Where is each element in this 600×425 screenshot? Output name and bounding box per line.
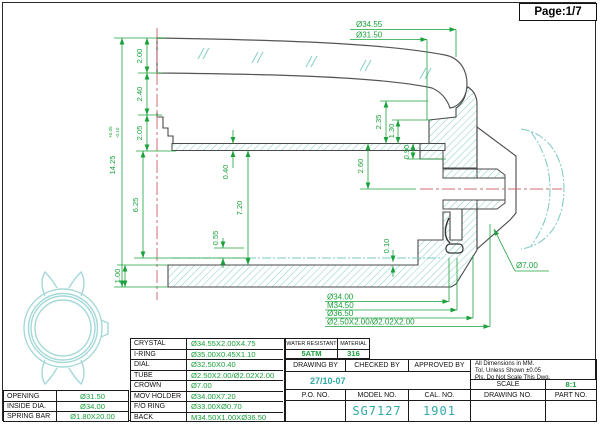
po-no-header: P.O. NO. (286, 390, 346, 401)
dim-mov-h: 7.20 (235, 201, 244, 216)
model-no-header: MODEL NO. (346, 390, 409, 401)
dim-overall-tol-minus: -0.10 (115, 127, 120, 138)
dim-dial-to-stem: 2.60 (356, 159, 365, 174)
dim-tube-spec: Ø2.50X2.00/Ø2.02X2.00 (327, 318, 415, 327)
date-cell: 27/10-07 (286, 372, 471, 390)
left-row-label: SPRING BAR (4, 412, 57, 421)
title-block: DRAWING BY CHECKED BY APPROVED BY 27/10-… (285, 359, 597, 422)
checked-by-header: CHECKED BY (346, 360, 409, 372)
case-step-detail (156, 112, 174, 144)
left-row-label: INSIDE DIA. (4, 402, 57, 412)
spec-row-label: F/O RING (131, 402, 187, 413)
water-resistant-value: 5ATM (286, 349, 338, 358)
dim-dial-thk: 0.40 (221, 165, 230, 180)
scale-label: SCALE (471, 380, 546, 390)
dim-inner-dia: Ø34.00 (327, 293, 354, 302)
spec-row-value: Ø32.50X0.40 (187, 360, 283, 371)
dim-step: 0.90 (402, 145, 411, 160)
case-back-section (167, 208, 478, 288)
dimension-lines (114, 27, 549, 329)
water-resistant-label: WATER RESISTANT (286, 339, 338, 350)
notes-cell: All Dimensions in MM. Tol. Unless Shown … (471, 360, 596, 380)
model-no-value: SG7127 (346, 401, 409, 421)
tube-lower-wall (442, 199, 506, 210)
dim-gap: 0.10 (382, 239, 391, 254)
spec-row-value: Ø2.50X2.00/Ø2.02X2.00 (187, 371, 283, 381)
watch-front-view (23, 270, 109, 386)
left-spec-table: OPENING Ø31.50 INSIDE DIA. Ø34.00 SPRING… (3, 390, 129, 422)
drawing-date: 27/10-07 (310, 375, 346, 386)
dim-ledge: 1.30 (387, 124, 396, 139)
dim-crystal-thk: 2.00 (135, 49, 144, 64)
spec-row-value: Ø35.00X0.45X1.10 (187, 350, 283, 360)
spec-row-value: Ø7.00 (187, 381, 283, 392)
page-number-box: Page:1/7 (519, 3, 597, 21)
left-row-label: OPENING (4, 391, 57, 402)
material-value: 316 (347, 349, 360, 359)
spec-row-value: Ø34.55X2.00X4.75 (187, 339, 283, 350)
dim-opening-dia: Ø31.50 (356, 31, 383, 40)
center-spec-table: CRYSTAL Ø34.55X2.00X4.75 I-RING Ø35.00X0… (130, 338, 285, 422)
spec-row-label: DIAL (131, 360, 187, 371)
drawing-no-value (471, 401, 546, 421)
spec-row-label: CRYSTAL (131, 339, 187, 350)
dim-mid-h: 6.25 (131, 198, 140, 213)
approved-by-header: APPROVED BY (409, 360, 471, 372)
spec-row-label: I-RING (131, 349, 187, 360)
dial-section (171, 143, 446, 151)
po-no-value (286, 401, 346, 421)
material-label: MATERIAL (338, 339, 369, 350)
left-row-value: Ø31.50 (57, 391, 128, 402)
part-no-header: PART NO. (546, 390, 596, 401)
dimension-labels: Ø34.55 Ø31.50 2.00 2.40 2.05 14.25 +0.05… (108, 20, 538, 327)
gasket-section (445, 243, 464, 254)
drawing-no-header: DRAWING NO. (471, 390, 546, 401)
dim-back-thk: 1.00 (113, 269, 122, 284)
left-row-value: Ø1.80X20.00 (70, 412, 115, 421)
dim-overall-tol-plus: +0.05 (108, 126, 113, 138)
spec-row-value: Ø34.00X7.20 (187, 392, 283, 402)
dim-case-top-h: 2.05 (135, 126, 144, 141)
crystal-section (156, 37, 468, 109)
dim-crown-dia: Ø7.00 (516, 261, 538, 270)
dim-seat-h: 0.55 (211, 231, 220, 246)
dim-outer-dia: Ø36.50 (327, 309, 354, 318)
spec-row-label: CROWN (131, 381, 187, 392)
spec-row-value: Ø33.00XØ0.70 (187, 402, 283, 413)
gasket-groove-outline (444, 217, 451, 244)
note-line: Pls. Do Not Scale This Dwg. (475, 375, 551, 380)
note-line: All Dimensions in MM. (475, 361, 535, 367)
dim-glass-seat: 2.35 (374, 115, 383, 130)
crown-front-view (100, 319, 109, 338)
spec-row-label: BACK (131, 412, 187, 422)
spec-row-value: M34.50X1.00XØ36.50 (191, 412, 267, 422)
cal-no-header: CAL. NO. (409, 390, 471, 401)
water-material-table: WATER RESISTANT MATERIAL 5ATM 316 (285, 338, 370, 359)
page-number-label: Page:1/7 (534, 6, 582, 18)
cal-no-value: 1901 (409, 401, 471, 421)
spec-row-label: TUBE (131, 370, 187, 381)
crown-phantom-outline (520, 128, 565, 250)
note-line: Tol. Unless Shown ±0.05 (475, 368, 541, 374)
dim-crystal-dia: Ø34.55 (356, 20, 383, 29)
dim-bezel-h: 2.40 (135, 87, 144, 102)
left-row-value: Ø34.00 (57, 402, 128, 412)
dim-overall: 14.25 (108, 155, 117, 174)
spec-row-label: MOV HOLDER (131, 391, 187, 402)
tube-upper-wall (442, 168, 506, 179)
part-no-value (546, 401, 596, 421)
drawing-by-header: DRAWING BY (286, 360, 346, 372)
dim-thread: M34.50 (327, 301, 354, 310)
scale-value: 8:1 (546, 380, 596, 390)
